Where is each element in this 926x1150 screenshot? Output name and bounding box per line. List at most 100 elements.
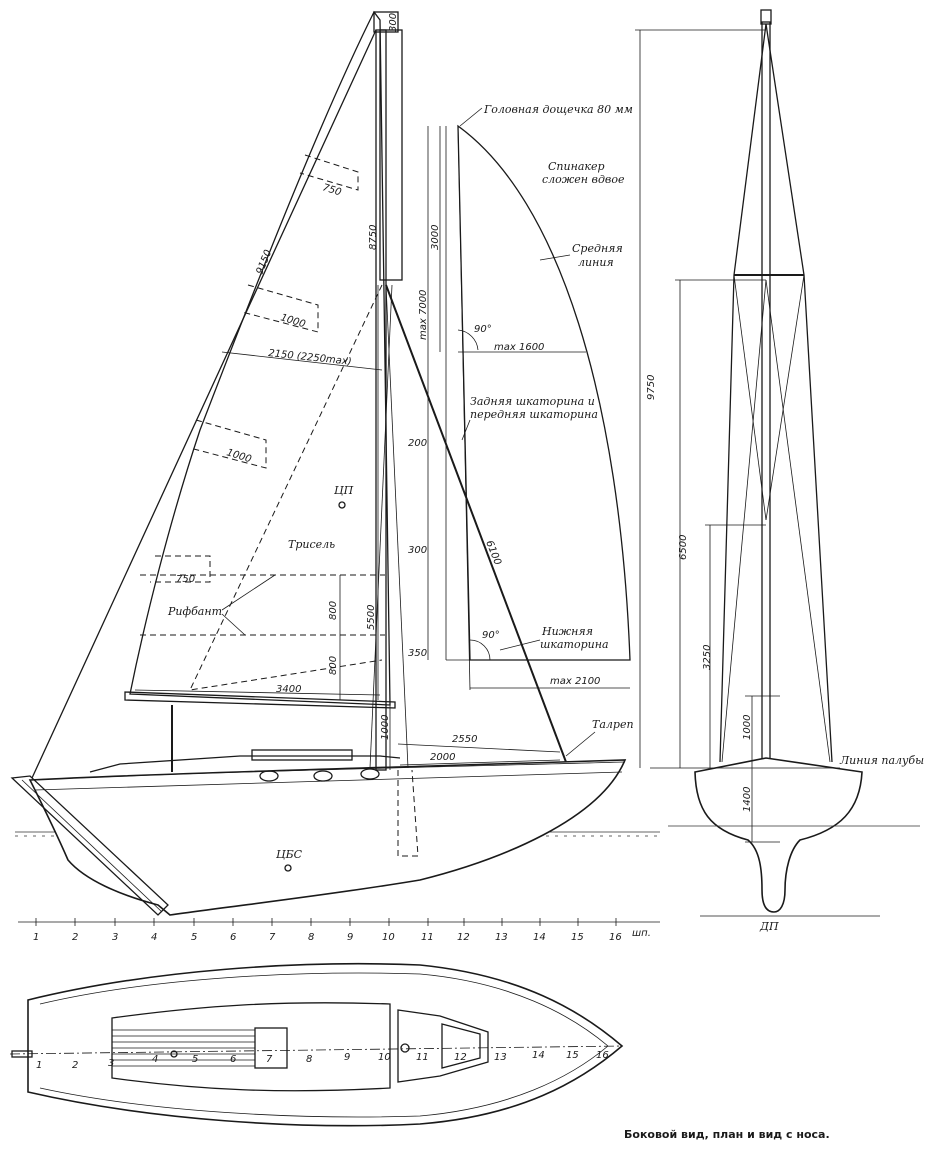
dim-750-upper: 750 <box>321 182 342 198</box>
plan-hatch <box>441 1023 481 1069</box>
dim-9750-text: 9750 <box>646 375 657 400</box>
lower-shroud <box>385 284 409 769</box>
station-plan: 13 <box>494 1052 507 1063</box>
boom <box>124 691 396 709</box>
station-side: 14 <box>533 932 546 943</box>
station-plan: 3 <box>108 1058 114 1069</box>
dim-2150: 2150 (2250max) <box>268 348 352 368</box>
plan-fitting <box>170 1050 178 1058</box>
foot-leader <box>499 639 541 651</box>
angle-arc-2 <box>469 639 491 661</box>
dim-800-a: 800 <box>328 601 339 620</box>
lower-shroud-2 <box>369 284 393 769</box>
dim-line-3400 <box>134 689 381 696</box>
station-plan: 14 <box>532 1050 545 1061</box>
plan-mast-step <box>400 1043 410 1053</box>
dim-6500-text: 6500 <box>678 535 689 560</box>
dim-2000: 2000 <box>430 752 455 763</box>
forestay <box>31 29 377 779</box>
dim-750-lower: 750 <box>176 574 195 585</box>
rudder <box>10 775 169 916</box>
middle-line-leader <box>539 254 571 261</box>
dim-angle90-b: 90° <box>482 630 500 641</box>
station-plan: 5 <box>192 1054 198 1065</box>
dim-200: 200 <box>408 438 427 449</box>
dim-350: 350 <box>408 648 427 659</box>
plan-tiller <box>11 1050 33 1058</box>
plan-cockpit <box>111 1002 391 1092</box>
plan-centerline <box>9 1045 623 1055</box>
dim-300-mid: 300 <box>408 545 427 556</box>
station-plan: 4 <box>152 1054 158 1065</box>
dim-1000-front-text: 1000 <box>742 715 753 740</box>
reef-leader-2 <box>221 613 246 636</box>
station-plan: 2 <box>72 1060 78 1071</box>
label-spinnaker-1: Спинакер <box>548 160 605 173</box>
porthole-3 <box>360 768 380 780</box>
label-head-board: Головная дощечка 80 мм <box>483 103 633 116</box>
station-plan: 16 <box>596 1050 609 1061</box>
station-plan: 8 <box>306 1054 312 1065</box>
dim-8750: 8750 <box>368 225 379 250</box>
station-side: 11 <box>421 932 434 943</box>
label-stations-unit: шп. <box>632 928 651 939</box>
porthole-1 <box>259 770 279 782</box>
station-numbers-side: 1 2 3 4 5 6 7 8 9 10 11 12 13 14 15 16 <box>33 932 622 943</box>
label-foot-2: шкаторина <box>540 638 609 651</box>
station-plan: 6 <box>230 1054 236 1065</box>
rudder-stock <box>21 779 163 913</box>
spinnaker-outline <box>457 124 631 661</box>
figure-caption: Боковой вид, план и вид с носа. <box>624 1128 830 1141</box>
plan-gunwale-top <box>39 972 609 1047</box>
angle-arc-1 <box>457 329 479 351</box>
dimension-labels: 300 750 8750 9150 1000 2150 (2250max) 10… <box>176 13 753 812</box>
labels: Головная дощечка 80 мм Спинакер сложен в… <box>167 103 924 939</box>
dim-3400: 3400 <box>276 684 301 695</box>
turnbuckle-leader <box>565 731 596 757</box>
station-plan: 9 <box>344 1052 350 1063</box>
dim-max2100: max 2100 <box>550 676 600 687</box>
station-side: 15 <box>571 932 584 943</box>
station-side: 12 <box>457 932 470 943</box>
label-middle-2: линия <box>578 256 614 269</box>
label-leech-1: Задняя шкаторина и <box>470 395 595 408</box>
dim-1000-c: 1000 <box>380 715 391 740</box>
upper-shroud-port <box>719 23 767 763</box>
label-middle-1: Средняя <box>572 242 623 255</box>
label-turnbuckle: Талреп <box>592 718 634 731</box>
dim-line-2000 <box>399 759 561 766</box>
clr-marker <box>284 864 292 872</box>
batten-pockets <box>150 154 359 583</box>
rub-rail <box>34 771 623 791</box>
trysail <box>189 284 383 691</box>
plan-view <box>9 962 624 1127</box>
dim-300-top: 300 <box>388 13 399 32</box>
mast-top-block <box>373 11 399 33</box>
station-side: 2 <box>72 932 78 943</box>
dim-1000-a: 1000 <box>279 312 307 330</box>
head-board-leader <box>459 107 483 127</box>
plan-gunwale-bottom <box>39 1045 609 1118</box>
label-clr: ЦБС <box>276 848 303 861</box>
station-plan: 7 <box>266 1054 273 1065</box>
cross-2 <box>765 274 805 521</box>
dim-line-2550 <box>397 743 561 753</box>
dim-3250-text: 3250 <box>702 645 713 670</box>
station-side: 16 <box>609 932 622 943</box>
station-ticks <box>35 918 617 926</box>
dim-2550: 2550 <box>452 734 477 745</box>
label-spinnaker-2: сложен вдвое <box>542 173 625 186</box>
station-side: 5 <box>191 932 197 943</box>
dim-max7000: max 7000 <box>418 290 429 340</box>
plan-foredeck <box>397 1009 489 1083</box>
dim-5500: 5500 <box>366 605 377 630</box>
station-side: 13 <box>495 932 508 943</box>
dim-1400-text: 1400 <box>742 787 753 812</box>
dim-max1600: max 1600 <box>494 342 544 353</box>
shroud <box>385 284 567 763</box>
label-foot-1: Нижняя <box>541 625 593 638</box>
mast-upper-fitting <box>379 29 403 281</box>
cockpit-coaming <box>89 755 401 773</box>
station-side: 7 <box>269 932 276 943</box>
